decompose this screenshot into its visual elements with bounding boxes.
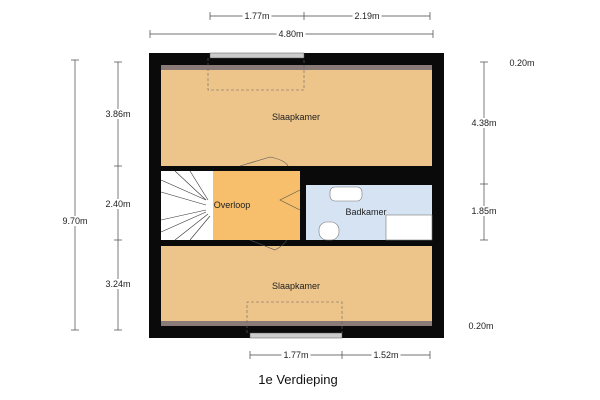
room-label-top: Slaapkamer [271, 112, 321, 122]
dim-left-top: 3.86m [103, 109, 133, 119]
window-bottom [249, 332, 343, 339]
dim-total-width: 4.80m [276, 29, 306, 39]
dim-bottom-left: 1.77m [281, 350, 311, 360]
toilet [318, 221, 340, 241]
room-landing [213, 171, 300, 240]
door-swings [239, 156, 301, 251]
room-bottom [161, 246, 432, 326]
window-top [209, 52, 305, 59]
room-label-landing: Overloop [213, 200, 251, 210]
room-label-bottom: Slaapkamer [271, 281, 321, 291]
shower [385, 214, 433, 241]
dim-top-right: 2.19m [352, 11, 382, 21]
dim-bottom-right: 1.52m [371, 350, 401, 360]
dim-left-bottom: 3.24m [103, 279, 133, 289]
staircase [161, 171, 213, 240]
dim-right-top: 4.38m [469, 118, 499, 128]
room-label-bath: Badkamer [345, 207, 387, 217]
dim-top-left: 1.77m [242, 11, 272, 21]
dim-right-mid: 1.85m [469, 206, 499, 216]
dim-left-mid: 2.40m [103, 199, 133, 209]
dim-right-wall-bottom: 0.20m [466, 321, 496, 331]
room-top [161, 65, 432, 166]
floor-title: 1e Verdieping [256, 372, 340, 387]
dim-total-height: 9.70m [60, 216, 90, 226]
sink [329, 186, 363, 202]
dim-right-wall-top: 0.20m [507, 58, 537, 68]
